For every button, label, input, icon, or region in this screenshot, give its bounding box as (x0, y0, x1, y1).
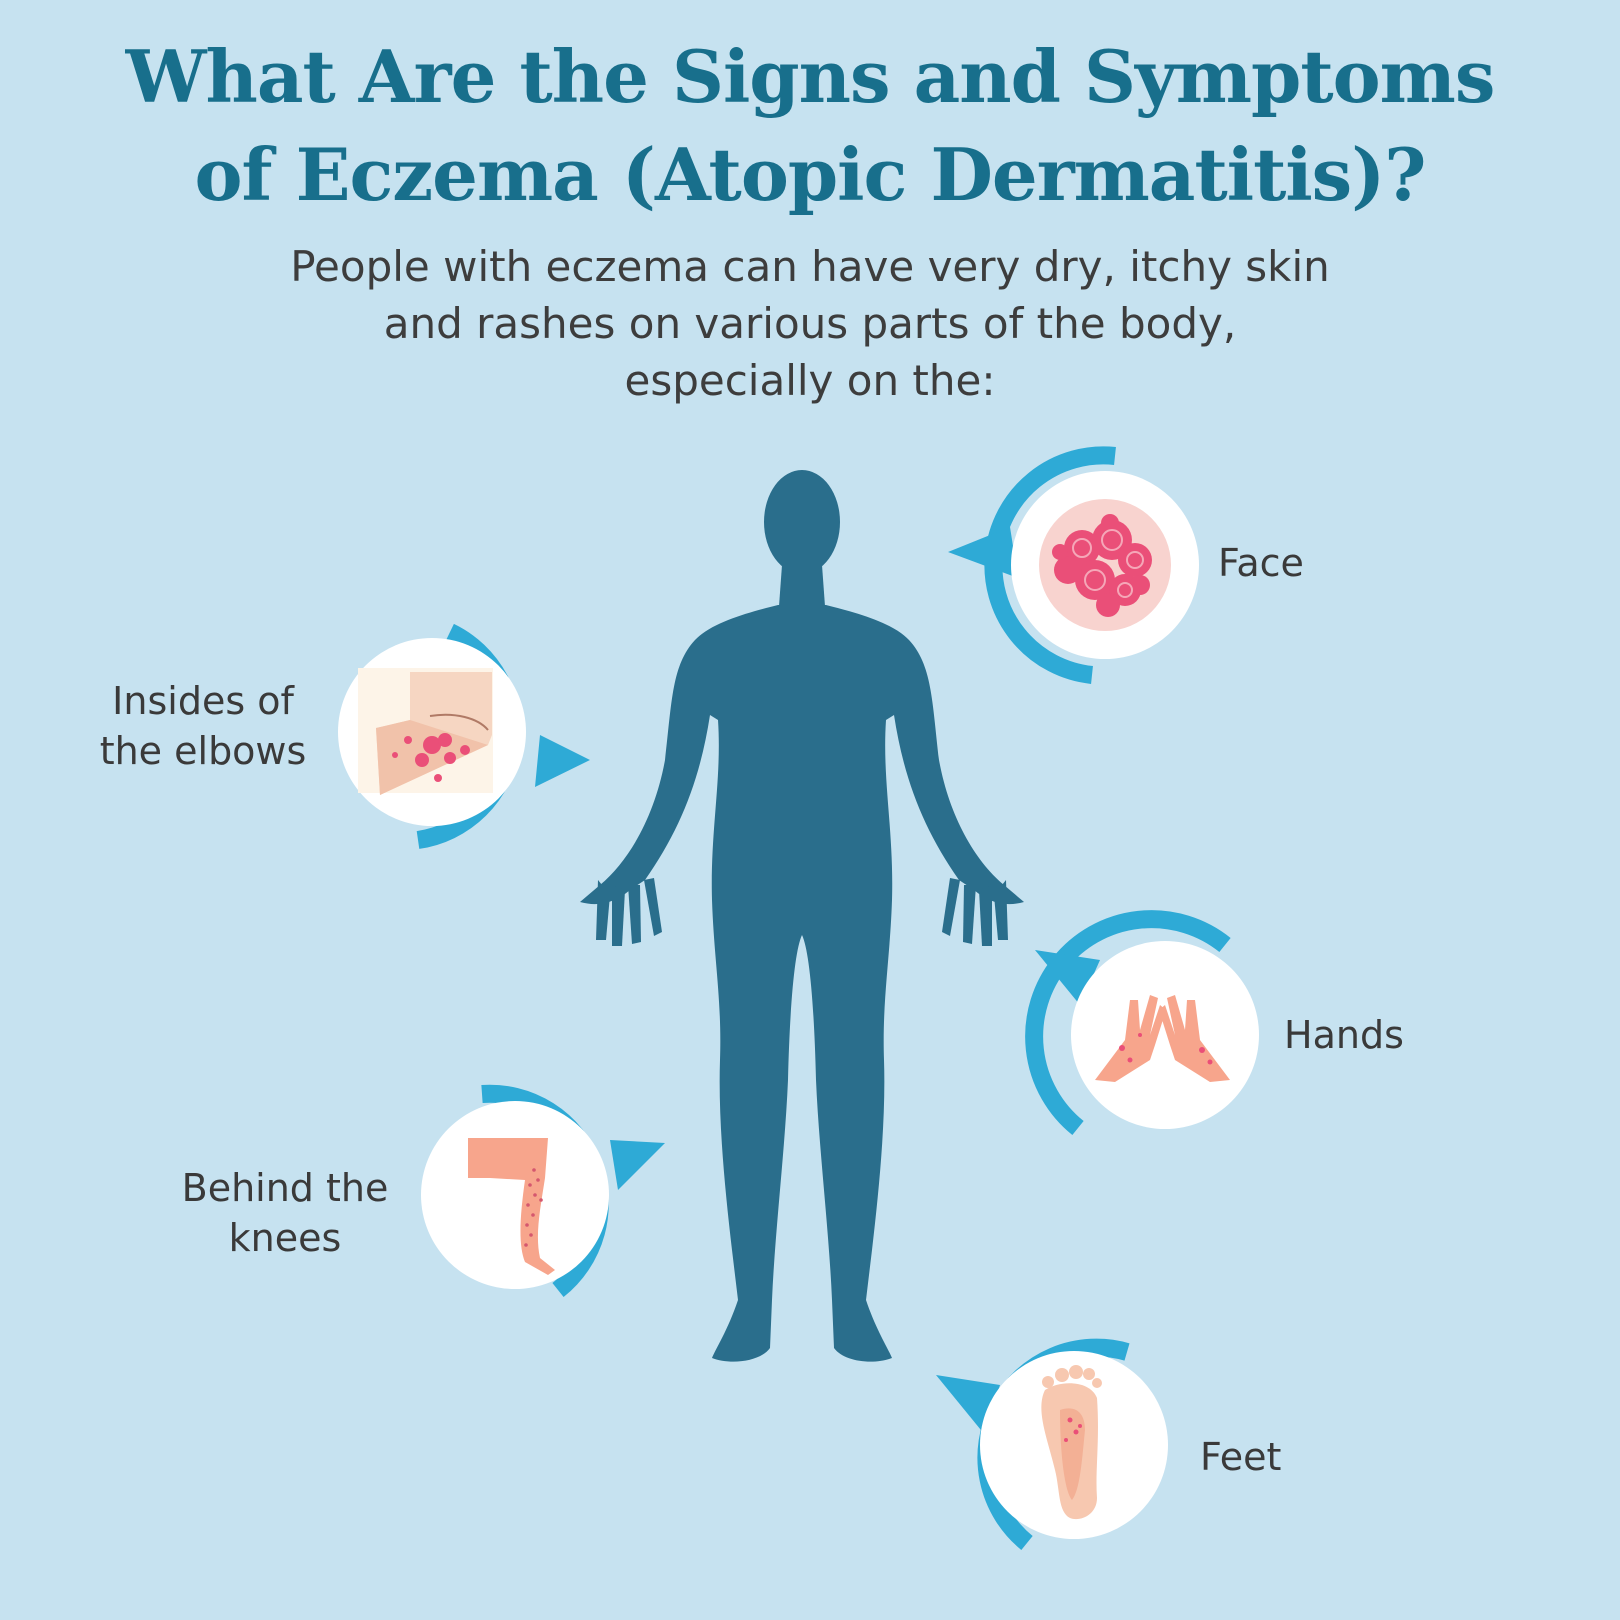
label-elbows: Insides of the elbows (88, 676, 318, 776)
elbow-bubble (338, 623, 590, 849)
page-title: What Are the Signs and Symptoms of Eczem… (0, 28, 1620, 224)
hands-icon (1095, 995, 1230, 1082)
label-knees: Behind the knees (170, 1163, 400, 1263)
label-face: Face (1218, 541, 1304, 585)
feet-bubble (936, 1338, 1168, 1550)
label-knees-line-2: knees (228, 1216, 342, 1260)
rash-patch-icon (1052, 514, 1152, 617)
elbow-icon (358, 668, 493, 795)
label-elbows-line-1: Insides of (112, 679, 294, 723)
intro-line-3: especially on the: (624, 356, 996, 405)
label-feet: Feet (1200, 1435, 1282, 1479)
knee-bubble (421, 1084, 665, 1298)
foot-icon (1041, 1365, 1102, 1520)
title-line-2: of Eczema (Atopic Dermatitis)? (194, 132, 1427, 217)
hands-bubble (1025, 910, 1259, 1136)
body-silhouette-icon (580, 470, 1024, 1362)
label-knees-line-1: Behind the (181, 1166, 389, 1210)
intro-line-1: People with eczema can have very dry, it… (290, 242, 1330, 291)
face-bubble (948, 446, 1199, 684)
intro-line-2: and rashes on various parts of the body, (383, 299, 1237, 348)
label-hands: Hands (1284, 1013, 1404, 1057)
intro-text: People with eczema can have very dry, it… (0, 238, 1620, 409)
leg-icon (468, 1138, 555, 1275)
title-line-1: What Are the Signs and Symptoms (125, 34, 1496, 119)
label-elbows-line-2: the elbows (99, 729, 307, 773)
